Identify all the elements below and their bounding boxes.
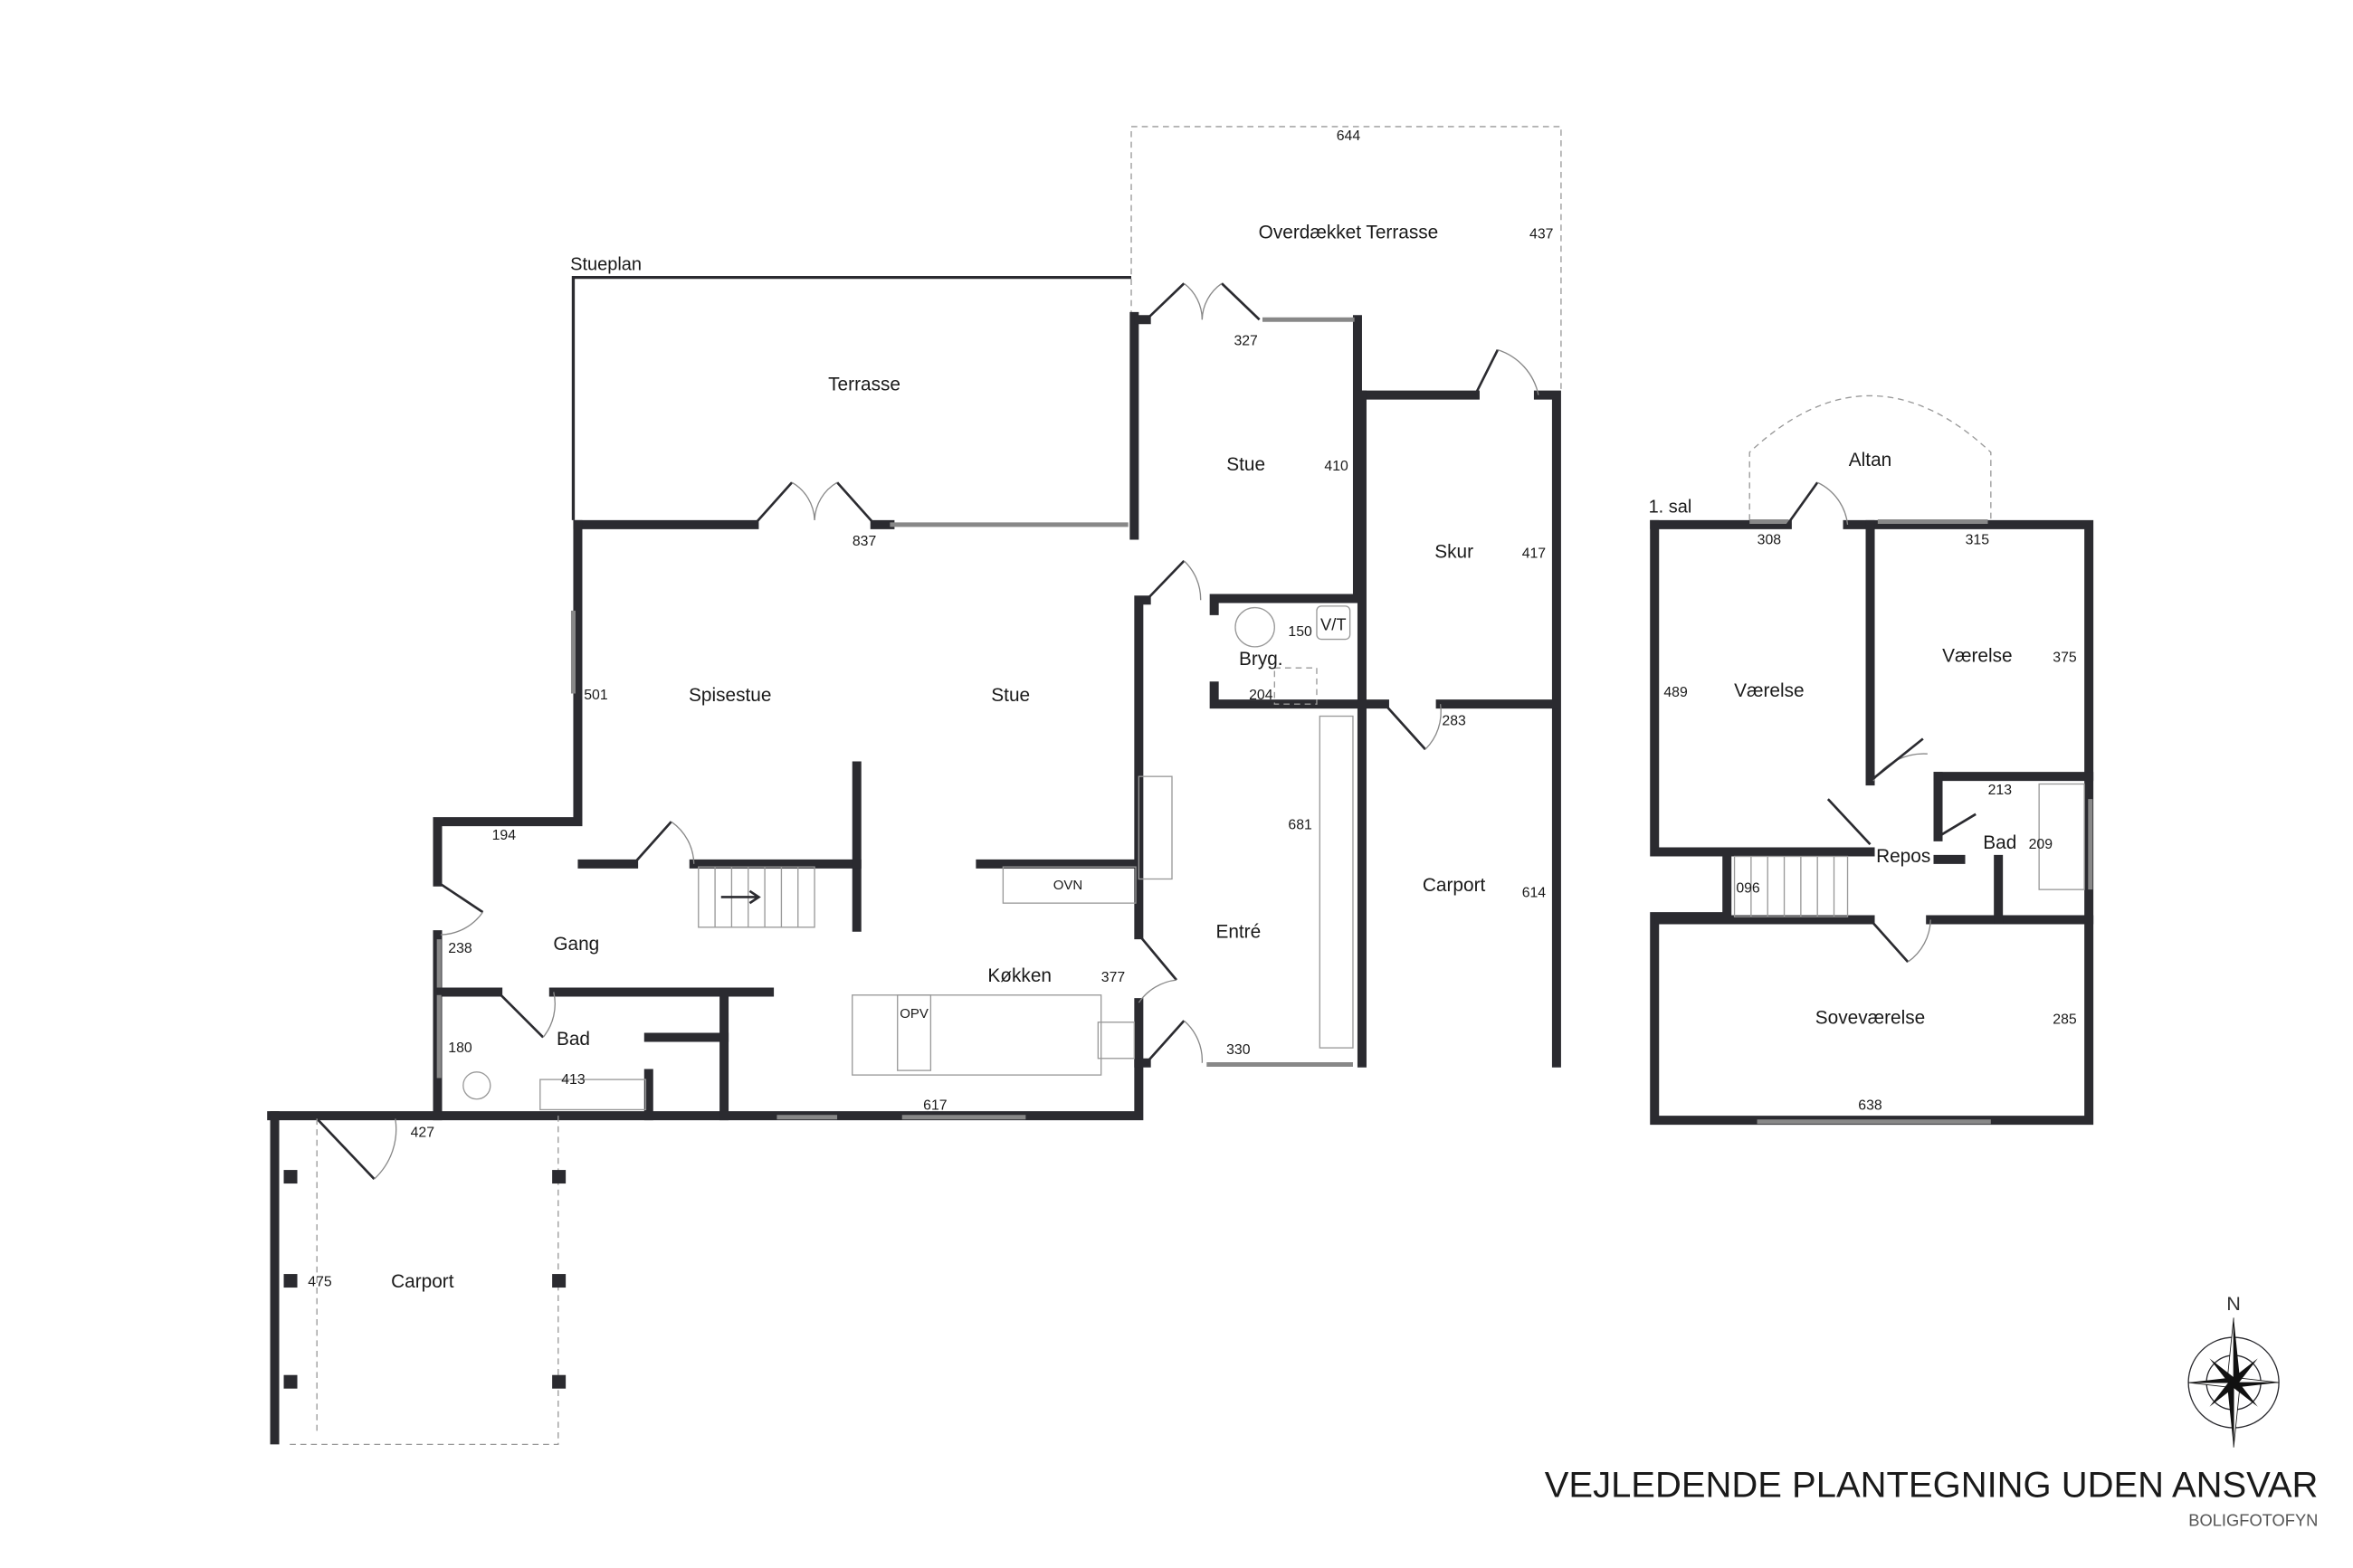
dimension: 681 — [1288, 817, 1312, 832]
compass-rose-icon: N — [2187, 1292, 2280, 1448]
dimension: 096 — [1736, 880, 1760, 896]
vt-appliance: V/T — [1320, 615, 1346, 634]
dimension: 308 — [1758, 533, 1782, 548]
walls — [267, 311, 1561, 1445]
altan-outline — [1748, 394, 1992, 520]
room-sovevaerelse: Soveværelse — [1815, 1007, 1925, 1028]
dimension: 180 — [448, 1041, 472, 1056]
staircase — [1733, 855, 1849, 917]
dimension: 427 — [411, 1125, 434, 1140]
floor-label-upper: 1. sal — [1649, 498, 1692, 518]
doors — [1786, 481, 1977, 964]
room-carport-right: Carport — [1423, 875, 1486, 896]
terrace-outline — [571, 275, 1132, 520]
room-vaerelse-right: Værelse — [1942, 646, 2013, 667]
room-bryg: Bryg. — [1239, 649, 1283, 670]
upper-floor: 1. sal Altan Værelse Værelse Repos Bad S… — [1649, 394, 2094, 1126]
dimension: 238 — [448, 941, 472, 956]
room-koekken: Køkken — [987, 965, 1052, 986]
covered-terrace-outline — [1130, 126, 1562, 389]
compass-north-label: N — [2226, 1292, 2241, 1315]
opv-appliance: OPV — [900, 1006, 929, 1022]
dimension: 614 — [1522, 885, 1547, 900]
dimension: 327 — [1234, 334, 1257, 349]
room-spisestue: Spisestue — [689, 685, 771, 706]
room-entre: Entré — [1215, 921, 1261, 942]
dimension: 489 — [1663, 685, 1688, 700]
room-stue: Stue — [991, 685, 1030, 706]
room-overdaekket-terrasse: Overdækket Terrasse — [1259, 222, 1439, 242]
room-carport-left: Carport — [391, 1271, 454, 1292]
room-skur: Skur — [1434, 542, 1473, 563]
dimension: 204 — [1249, 688, 1273, 703]
ground-dimensions: 644 437 327 410 837 417 150 204 501 283 … — [308, 128, 1553, 1289]
dimension: 638 — [1858, 1098, 1882, 1113]
ground-floor: Stueplan Overdækket Terrasse Terrasse St… — [267, 126, 1562, 1446]
dimension: 501 — [584, 688, 608, 703]
dimension: 330 — [1226, 1042, 1251, 1058]
walls — [1650, 519, 2094, 1126]
dimension: 413 — [561, 1072, 586, 1088]
room-bad: Bad — [557, 1029, 590, 1050]
room-stue-top: Stue — [1226, 454, 1265, 475]
dimension: 375 — [2053, 651, 2077, 666]
dimension: 417 — [1522, 546, 1546, 562]
room-altan: Altan — [1849, 450, 1891, 470]
windows — [1749, 519, 2093, 1125]
dimension: 617 — [923, 1098, 947, 1113]
dimension: 475 — [308, 1274, 332, 1289]
room-gang: Gang — [553, 934, 599, 955]
dimension: 644 — [1337, 128, 1361, 144]
dimension: 437 — [1529, 226, 1553, 242]
ovn-appliance: OVN — [1053, 878, 1082, 893]
bathroom-fixtures — [2038, 783, 2085, 890]
room-bad-upper: Bad — [1983, 832, 2016, 853]
room-terrasse: Terrasse — [828, 375, 900, 395]
dimension: 410 — [1324, 459, 1348, 474]
dimension: 213 — [1988, 783, 2013, 798]
dimension: 285 — [2053, 1012, 2077, 1027]
dimension: 377 — [1101, 970, 1125, 985]
room-repos: Repos — [1876, 846, 1930, 867]
room-vaerelse-left: Værelse — [1734, 680, 1804, 701]
dimension: 837 — [853, 534, 876, 549]
upper-dimensions: 308 315 489 375 213 209 096 285 638 — [1663, 533, 2077, 1114]
disclaimer: VEJLEDENDE PLANTEGNING UDEN ANSVAR — [1545, 1466, 2319, 1506]
windows — [436, 317, 1355, 1120]
dimension: 315 — [1966, 533, 1990, 548]
dimension: 283 — [1442, 714, 1466, 729]
kitchen-fixtures — [283, 605, 1354, 1446]
dimension: 150 — [1288, 624, 1312, 640]
brand-logo: BOLIGFOTOFYN — [2188, 1510, 2318, 1529]
dimension: 194 — [492, 828, 517, 843]
dimension: 209 — [2029, 837, 2053, 852]
floor-label-ground: Stueplan — [570, 254, 642, 274]
staircase — [698, 866, 815, 928]
doors — [316, 282, 1539, 1181]
